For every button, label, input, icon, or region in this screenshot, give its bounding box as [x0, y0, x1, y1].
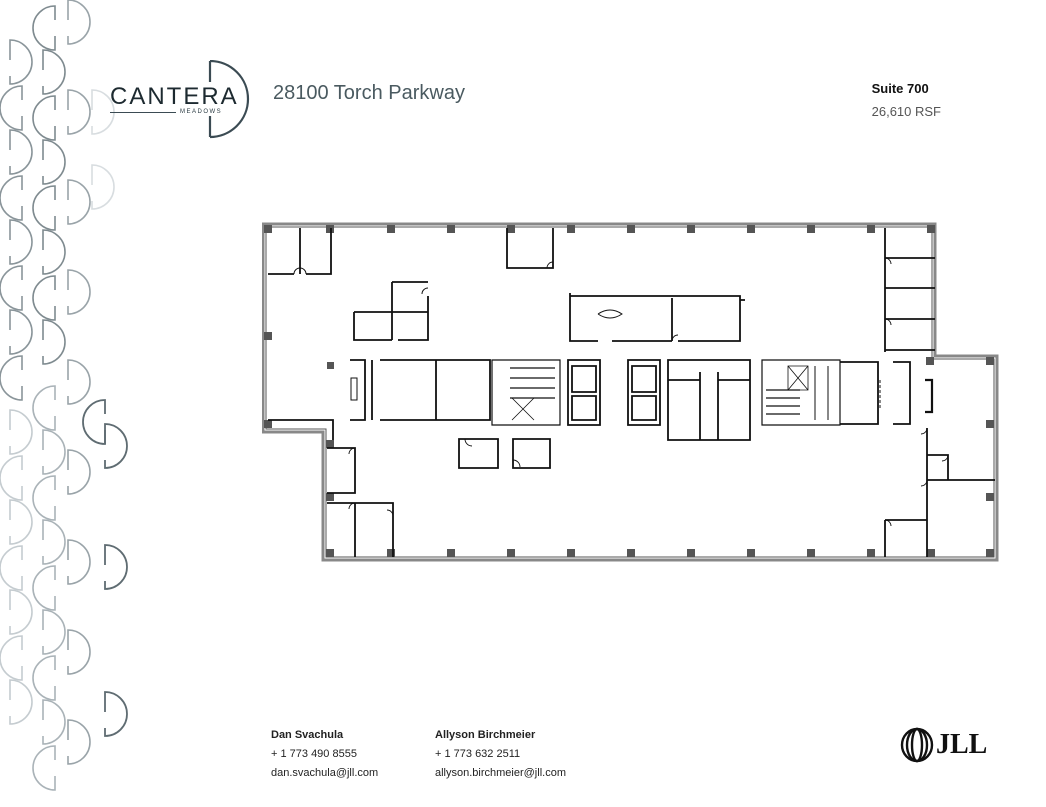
suite-rsf: 26,610 RSF	[871, 104, 941, 119]
contact-card: Allyson Birchmeier + 1 773 632 2511 ally…	[435, 726, 566, 783]
logo-subtitle: MEADOWS	[180, 109, 223, 115]
logo-arc-icon	[208, 60, 250, 139]
suite-title: Suite 700	[871, 81, 929, 96]
contact-email[interactable]: dan.svachula@jll.com	[271, 767, 379, 779]
jll-logo: JLL	[900, 727, 987, 763]
cantera-meadows-logo: CANTERA MEADOWS	[108, 60, 250, 140]
suite-info: Suite 700 26,610 RSF	[872, 81, 941, 119]
jll-rings-icon	[900, 727, 934, 763]
contact-phone[interactable]: + 1 773 632 2511	[435, 748, 521, 760]
contact-phone[interactable]: + 1 773 490 8555	[271, 748, 357, 760]
contact-email[interactable]: allyson.birchmeier@jll.com	[435, 767, 566, 779]
decorative-pattern	[0, 0, 128, 791]
jll-wordmark: JLL	[936, 729, 988, 760]
contact-name: Allyson Birchmeier	[435, 729, 536, 741]
contact-card: Dan Svachula + 1 773 490 8555 dan.svachu…	[271, 726, 378, 783]
property-address: 28100 Torch Parkway	[273, 82, 465, 104]
logo-wordmark: CANTERA	[110, 83, 239, 110]
contact-name: Dan Svachula	[271, 729, 344, 741]
logo-rule	[110, 112, 176, 113]
floor-plan	[262, 222, 999, 562]
